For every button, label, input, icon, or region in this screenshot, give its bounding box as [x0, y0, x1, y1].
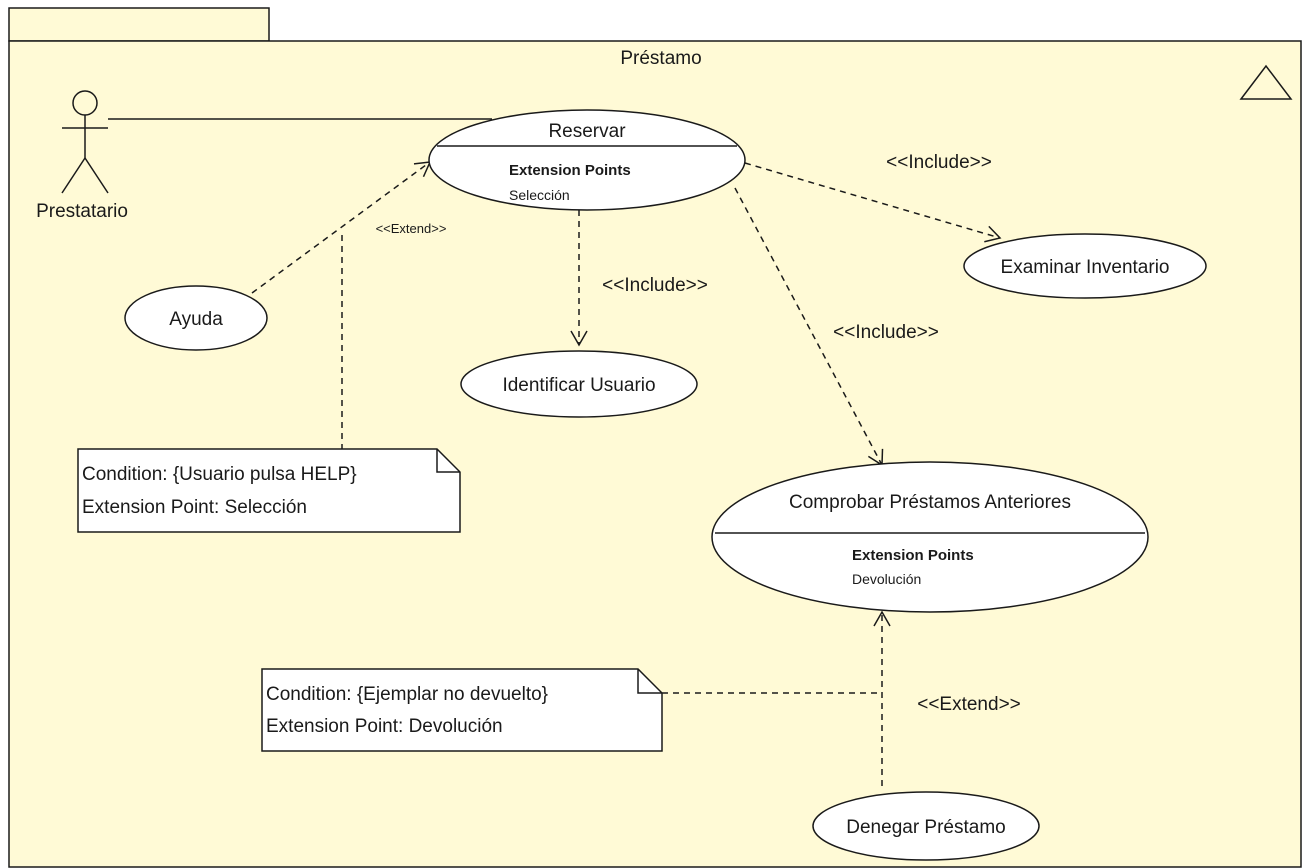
include-label-identificar: <<Include>>	[602, 275, 708, 296]
include-label-examinar: <<Include>>	[886, 152, 992, 173]
use-case-comprobar-prestamos[interactable]: Comprobar Préstamos Anteriores Extension…	[711, 461, 1149, 613]
use-case-examinar-inventario[interactable]: Examinar Inventario	[963, 233, 1207, 299]
extend-label-denegar: <<Extend>>	[917, 694, 1021, 715]
note-condition: Condition: {Usuario pulsa HELP}	[82, 464, 357, 485]
use-case-identificar-usuario[interactable]: Identificar Usuario	[460, 350, 698, 418]
triangle-icon	[1239, 64, 1293, 100]
extend-label-ayuda: <<Extend>>	[376, 221, 447, 236]
extension-points-header: Extension Points	[509, 162, 631, 179]
use-case-denegar-prestamo[interactable]: Denegar Préstamo	[812, 791, 1040, 861]
note-condition: Condition: {Ejemplar no devuelto}	[266, 684, 548, 705]
package-title: Préstamo	[620, 48, 701, 69]
use-case-reservar[interactable]: Reservar Extension Points Selección	[428, 109, 746, 211]
stick-figure-icon	[61, 90, 109, 194]
package-tab	[8, 7, 270, 42]
include-label-comprobar: <<Include>>	[833, 322, 939, 343]
use-case-name: Ayuda	[169, 309, 223, 330]
include-comprobar-line[interactable]	[734, 187, 884, 467]
note-extension-point: Extension Point: Selección	[82, 497, 307, 518]
relations	[108, 118, 1002, 786]
extension-point: Selección	[509, 187, 570, 203]
stereotype-labels: <<Include>> <<Include>> <<Include>> <<Ex…	[376, 152, 1021, 715]
use-case-name: Denegar Préstamo	[846, 817, 1005, 838]
use-case-name: Reservar	[548, 121, 626, 142]
note-ejemplar-no-devuelto[interactable]: Condition: {Ejemplar no devuelto} Extens…	[261, 668, 663, 752]
use-case-name: Examinar Inventario	[1001, 257, 1170, 278]
actor-name: Prestatario	[36, 201, 128, 222]
note-usuario-pulsa-help[interactable]: Condition: {Usuario pulsa HELP} Extensio…	[77, 448, 461, 533]
use-case-name: Identificar Usuario	[502, 375, 655, 396]
use-case-ayuda[interactable]: Ayuda	[124, 285, 268, 351]
extend-ayuda-line[interactable]	[251, 161, 432, 294]
use-case-name: Comprobar Préstamos Anteriores	[789, 492, 1071, 513]
include-examinar-line[interactable]	[744, 162, 1002, 243]
extension-points-header: Extension Points	[852, 547, 974, 564]
note-extension-point: Extension Point: Devolución	[266, 716, 503, 737]
actor-prestatario[interactable]: Prestatario	[36, 90, 128, 222]
extension-point: Devolución	[852, 571, 921, 587]
